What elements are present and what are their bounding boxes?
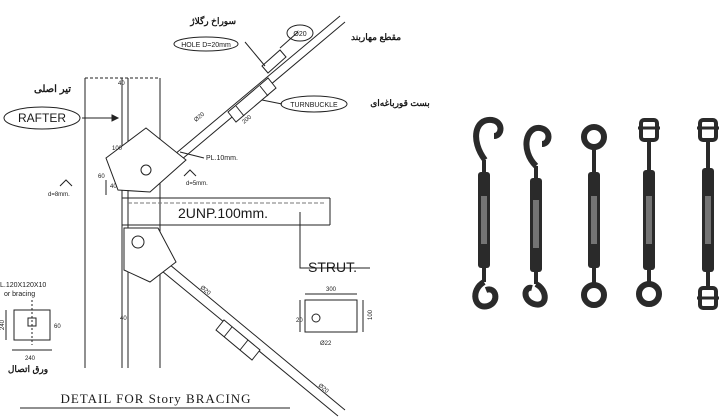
rafter-label: RAFTER — [18, 111, 66, 125]
turnbuckle-jaw-jaw — [697, 118, 719, 310]
section-callout — [286, 24, 314, 42]
turnbuckle-callout — [280, 95, 348, 113]
strut-beam — [122, 197, 331, 226]
dim-gusset-100: 100 — [112, 146, 123, 152]
plate-label: PL.10mm. — [206, 155, 238, 162]
dim-rod-lower-1: Ø20 — [199, 285, 212, 297]
dim-base-a: 240 — [25, 356, 36, 362]
drawing-title: DETAIL FOR Story BRACING — [60, 391, 251, 406]
column — [84, 77, 161, 368]
hole-callout — [173, 36, 239, 52]
turnbuckle-label-fa: بست قورباغه‌ای — [370, 98, 430, 109]
weld-left-symbol — [59, 179, 73, 187]
hole-label: HOLE D=20mm — [181, 42, 231, 49]
section-leader — [279, 31, 299, 49]
turnbuckle-hook-hook-2 — [522, 125, 552, 308]
dim-base-b: 60 — [54, 324, 61, 330]
dim-base-c: 240 — [0, 319, 6, 330]
rod-section-label: Ø20 — [293, 31, 306, 38]
dim-tb-len: 200 — [241, 114, 253, 125]
angle-label-1: L.120X120X10 — [0, 282, 46, 289]
dim-plate-edge: 20 — [296, 318, 303, 324]
turnbuckle-label: TURNBUCKLE — [290, 102, 338, 109]
upper-brace-rod — [149, 15, 346, 182]
bracing-drawing — [3, 15, 370, 417]
dim-rod-lower-2: Ø20 — [317, 383, 330, 395]
turnbuckle-jaw-eye — [636, 118, 662, 307]
rafter-label-fa: تیر اصلی — [34, 84, 71, 95]
rod-section-label-fa: مقطع مهاربند — [351, 32, 401, 43]
dim-post-w: 40 — [120, 316, 127, 322]
weld-left-label: d=8mm. — [48, 192, 70, 198]
dim-col-40: 40 — [118, 81, 125, 87]
dim-plate-w: 300 — [326, 287, 337, 293]
hole-label-fa: سوراخ رگلاژ — [189, 15, 236, 27]
lower-brace-rod — [133, 239, 346, 417]
beam-label: 2UNP.100mm. — [178, 205, 268, 221]
angle-label-2: or bracing — [4, 291, 35, 298]
turnbuckle-eye-eye — [581, 124, 607, 308]
turnbuckle-hook-hook-1 — [472, 116, 504, 310]
hole-leader — [244, 41, 266, 67]
strut-label: STRUT. — [308, 259, 357, 275]
rafter-callout — [3, 106, 81, 130]
turnbuckle-leader — [261, 99, 283, 105]
turnbuckle-photo — [472, 116, 719, 310]
weld-upper-symbol — [183, 169, 197, 177]
plate-fa-label: ورق اتصال — [8, 364, 48, 375]
dim-plate-hole: Ø22 — [320, 341, 332, 347]
rafter-leader — [82, 114, 120, 122]
base-detail — [5, 300, 52, 351]
lower-gusset — [123, 227, 177, 283]
dim-rod-upper: Ø20 — [193, 111, 206, 123]
strut-leader — [299, 212, 370, 269]
dim-plate-h: 100 — [368, 309, 374, 320]
dim-gusset-40: 40 — [110, 184, 117, 190]
weld-upper-label: d=5mm. — [186, 181, 208, 187]
drawing-labels: تیر اصلی RAFTER سوراخ رگلاژ HOLE D=20mm … — [0, 15, 430, 406]
dim-gusset-60: 60 — [98, 174, 105, 180]
plate-detail — [299, 293, 364, 333]
upper-gusset — [105, 127, 187, 195]
plate-leader — [179, 151, 205, 159]
